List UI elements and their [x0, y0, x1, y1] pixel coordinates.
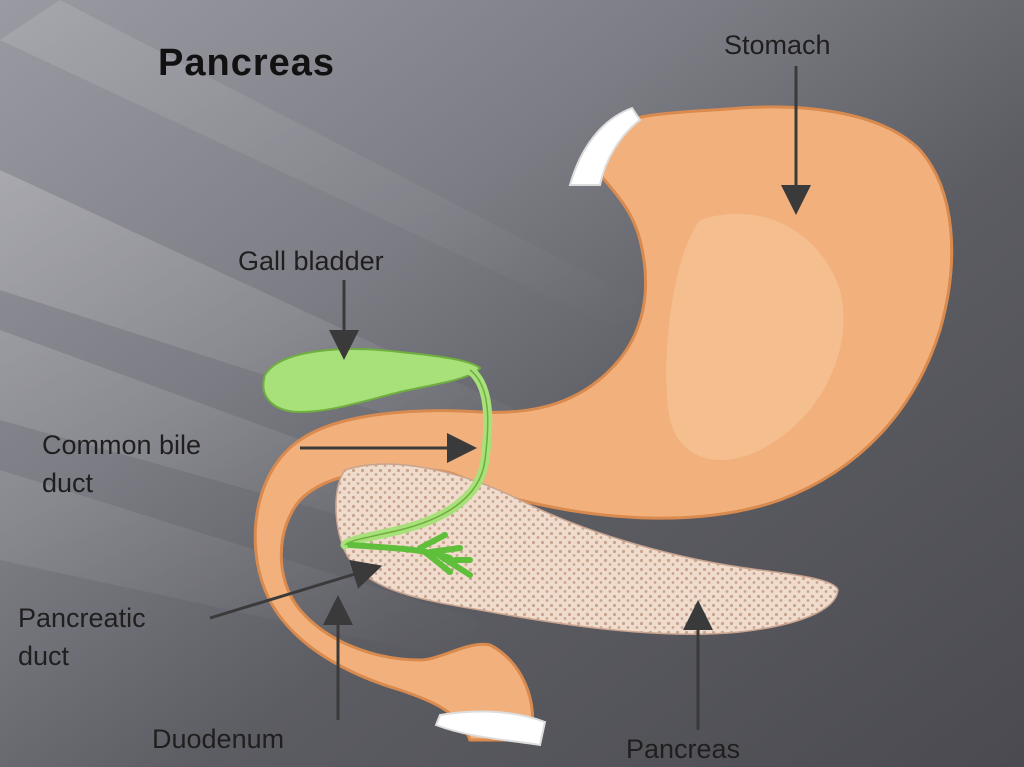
label-duodenum: Duodenum	[152, 724, 285, 754]
label-pancreatic-duct-line2: duct	[18, 641, 70, 671]
label-gall-bladder: Gall bladder	[238, 246, 384, 276]
label-pancreatic-duct-line1: Pancreatic	[18, 603, 146, 633]
label-common-bile-duct-line2: duct	[42, 468, 94, 498]
gall-bladder-shape	[262, 348, 482, 414]
label-common-bile-duct-line1: Common bile	[42, 430, 202, 460]
pancreatic-duct-shape	[347, 532, 473, 578]
stomach-shape	[253, 105, 954, 742]
diagram-title: Pancreas	[158, 42, 336, 84]
label-pancreas: Pancreas	[626, 734, 741, 764]
common-bile-duct-outline	[344, 369, 489, 546]
label-stomach: Stomach	[724, 30, 831, 60]
duodenum-end	[434, 710, 547, 747]
pancreatic-duct-arrow	[209, 560, 383, 620]
esophagus-end	[568, 106, 642, 186]
stomach-highlight	[666, 213, 844, 460]
